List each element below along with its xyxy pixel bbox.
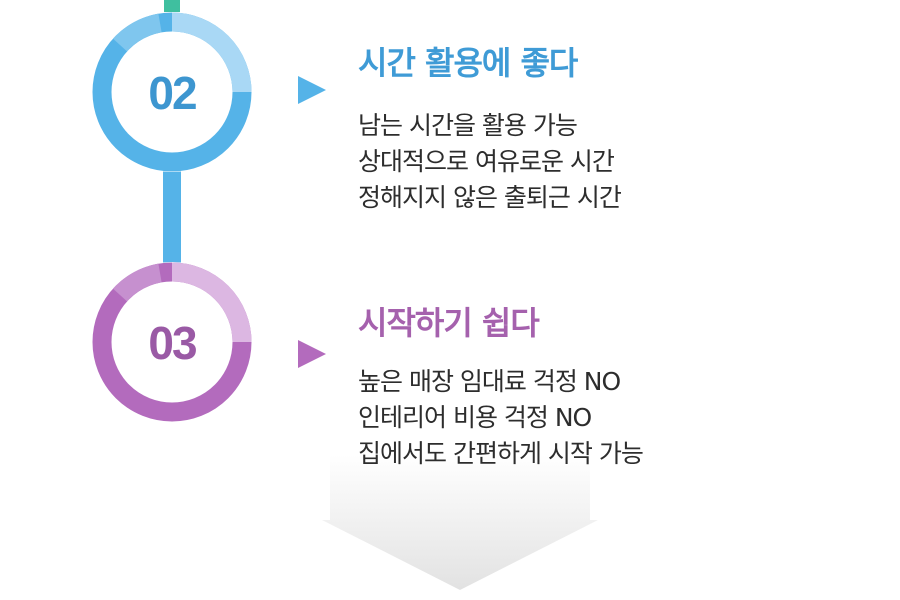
step-description: 남는 시간을 활용 가능 상대적으로 여유로운 시간 정해지지 않은 출퇴근 시… <box>358 108 622 216</box>
step-number: 03 <box>148 317 197 369</box>
pointer-icon-02 <box>298 76 326 104</box>
pointer-icon-03 <box>298 340 326 368</box>
step-title: 시작하기 쉽다 <box>358 304 540 342</box>
description-line: 정해지지 않은 출퇴근 시간 <box>358 183 622 212</box>
step-number: 02 <box>148 67 197 119</box>
step-description: 높은 매장 임대료 걱정 NO 인테리어 비용 걱정 NO 집에서도 간편하게 … <box>358 364 644 472</box>
step-circle-02 <box>92 12 252 172</box>
step-title: 시간 활용에 좋다 <box>358 44 578 82</box>
step-circle-03 <box>92 262 252 422</box>
description-line: 집에서도 간편하게 시작 가능 <box>358 439 644 468</box>
timeline-connector-top <box>164 0 180 12</box>
description-line: 높은 매장 임대료 걱정 NO <box>358 367 621 396</box>
description-line: 인테리어 비용 걱정 NO <box>358 403 592 432</box>
description-line: 남는 시간을 활용 가능 <box>358 111 578 140</box>
down-arrow-icon <box>322 455 598 590</box>
description-line: 상대적으로 여유로운 시간 <box>358 147 615 176</box>
timeline-connector <box>163 160 181 272</box>
